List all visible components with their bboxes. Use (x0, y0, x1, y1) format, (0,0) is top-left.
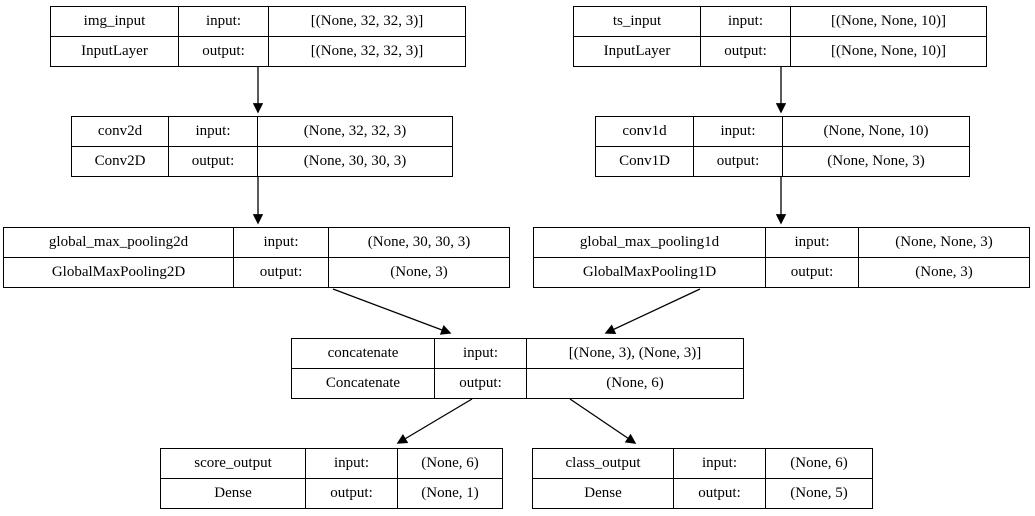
layer-type: InputLayer (51, 36, 179, 66)
input-label: input: (179, 7, 269, 37)
output-shape: [(None, 32, 32, 3)] (310, 42, 424, 59)
layer-type: Conv1D (596, 146, 694, 176)
edge-concatenate-class_output (569, 398, 637, 444)
layer-name: score_output (161, 449, 306, 479)
input-shape: (None, 6) (766, 449, 872, 479)
layer-node-img-input: img_input input: [(None, 32, 32, 3)] Inp… (50, 6, 466, 67)
layer-node-conv1d: conv1d input: (None, None, 10) Conv1D ou… (595, 116, 970, 177)
layer-node-concatenate: concatenate input: [(None, 3), (None, 3)… (291, 338, 744, 399)
input-label: input: (766, 228, 859, 258)
output-label: output: (169, 146, 258, 176)
layer-node-global-max-pooling1d: global_max_pooling1d input: (None, None,… (533, 227, 1030, 288)
output-shape: (None, 3) (915, 263, 973, 280)
layer-node-score-output: score_output input: (None, 6) Dense outp… (160, 448, 503, 509)
input-shape: (None, 30, 30, 3) (329, 228, 509, 258)
layer-name: ts_input (574, 7, 701, 37)
input-shape: (None, 32, 32, 3) (258, 117, 452, 147)
input-label: input: (674, 449, 766, 479)
layer-node-class-output: class_output input: (None, 6) Dense outp… (532, 448, 873, 509)
output-label: output: (701, 36, 791, 66)
layer-name: conv2d (72, 117, 169, 147)
layer-name: concatenate (292, 339, 435, 369)
input-label: input: (169, 117, 258, 147)
output-label: output: (694, 146, 783, 176)
output-label: output: (435, 368, 527, 398)
layer-node-conv2d: conv2d input: (None, 32, 32, 3) Conv2D o… (71, 116, 453, 177)
output-label: output: (766, 257, 859, 287)
layer-name: img_input (51, 7, 179, 37)
layer-node-ts-input: ts_input input: [(None, None, 10)] Input… (573, 6, 987, 67)
output-shape: (None, 30, 30, 3) (303, 152, 407, 169)
edge-concatenate-score_output (396, 398, 473, 444)
edge-global_max_pooling1d-concatenate (604, 288, 701, 334)
output-label: output: (306, 478, 398, 508)
input-shape: [(None, 3), (None, 3)] (527, 339, 743, 369)
output-label: output: (674, 478, 766, 508)
output-shape: (None, 3) (390, 263, 448, 280)
output-shape: (None, 6) (606, 374, 664, 391)
output-shape: (None, 5) (790, 484, 848, 501)
input-shape: (None, None, 3) (859, 228, 1029, 258)
input-shape: (None, 6) (398, 449, 502, 479)
layer-type: Concatenate (292, 368, 435, 398)
layer-node-global-max-pooling2d: global_max_pooling2d input: (None, 30, 3… (3, 227, 510, 288)
layer-name: global_max_pooling1d (534, 228, 766, 258)
layer-type: GlobalMaxPooling1D (534, 257, 766, 287)
input-label: input: (234, 228, 329, 258)
input-label: input: (701, 7, 791, 37)
layer-name: class_output (533, 449, 674, 479)
layer-type: GlobalMaxPooling2D (4, 257, 234, 287)
input-label: input: (694, 117, 783, 147)
output-shape: (None, 1) (421, 484, 479, 501)
edge-global_max_pooling2d-concatenate (332, 288, 452, 335)
output-shape: [(None, None, 10)] (831, 42, 946, 59)
layer-type: InputLayer (574, 36, 701, 66)
output-label: output: (234, 257, 329, 287)
output-shape: (None, None, 3) (827, 152, 925, 169)
layer-type: Conv2D (72, 146, 169, 176)
layer-name: conv1d (596, 117, 694, 147)
output-label: output: (179, 36, 269, 66)
input-label: input: (306, 449, 398, 479)
input-shape: [(None, 32, 32, 3)] (269, 7, 465, 37)
layer-type: Dense (161, 478, 306, 508)
input-label: input: (435, 339, 527, 369)
layer-type: Dense (533, 478, 674, 508)
layer-name: global_max_pooling2d (4, 228, 234, 258)
input-shape: (None, None, 10) (783, 117, 969, 147)
input-shape: [(None, None, 10)] (791, 7, 986, 37)
